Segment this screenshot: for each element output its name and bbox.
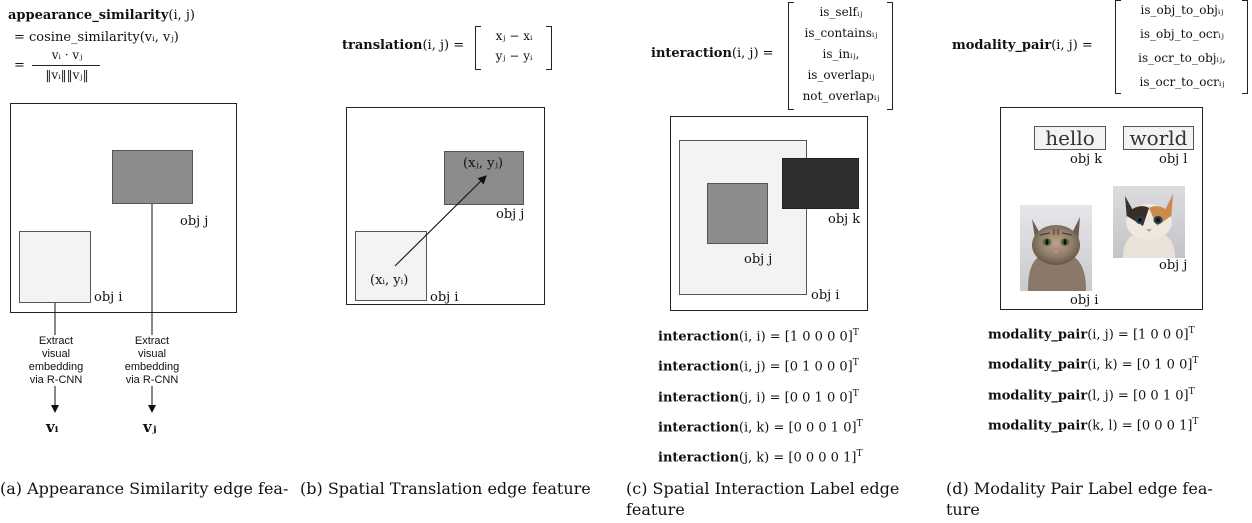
interaction-vector-item: is_inᵢⱼ, [822,47,860,61]
modality-vector-item: is_ocr_to_ocrᵢⱼ [1139,75,1225,89]
modality-vector: is_obj_to_objᵢⱼ is_obj_to_ocrᵢⱼ is_ocr_t… [1121,0,1243,94]
extract-label-j: Extract visual embedding via R-CNN [124,335,180,386]
obj-j-label-d: obj j [1159,258,1188,273]
point-i-label: (xᵢ, yᵢ) [370,273,409,288]
obj-k-box-c [782,158,859,209]
obj-j-label-b: obj j [496,207,525,222]
vector-vi: vᵢ [46,418,59,436]
modality-eq: modality_pair(i, k) = [0 1 0 0]T [988,356,1199,373]
obj-i-label-d: obj i [1070,293,1099,308]
modality-vector-item: is_obj_to_objᵢⱼ [1140,3,1224,17]
bracket-left-d [1115,0,1121,94]
bracket-right-b [546,26,552,70]
bracket-left-b [475,26,481,70]
interaction-formula: interaction(i, j) = [651,46,774,61]
translation-formula: translation(i, j) = [342,38,465,53]
bracket-right-c [887,2,893,110]
interaction-eq: interaction(i, k) = [0 0 0 1 0]T [658,418,863,436]
ocr-word-hello: hello [1034,126,1106,150]
obj-j-box [112,150,193,204]
obj-i-box-b [355,231,427,301]
translation-vector-y: yⱼ − yᵢ [495,49,533,63]
kitten-image-i [1020,205,1092,291]
obj-k-label-c: obj k [828,212,861,227]
obj-l-label-d: obj l [1159,152,1188,167]
obj-i-label-c: obj i [811,288,840,303]
caption-b: (b) Spatial Translation edge feature [300,479,591,498]
caption-c-line2: feature [626,500,685,519]
interaction-vector-item: is_selfᵢⱼ [819,5,863,19]
obj-j-label-a: obj j [180,214,209,229]
bracket-left-c [788,2,794,110]
kitten-image-j [1113,186,1185,258]
modality-vector-item: is_obj_to_ocrᵢⱼ [1140,27,1224,41]
fraction-bar [32,65,100,66]
translation-vector-x: xⱼ − xᵢ [495,29,533,43]
interaction-eq: interaction(j, i) = [0 0 1 0 0]T [658,388,859,405]
modality-eq: modality_pair(k, l) = [0 0 0 1]T [988,416,1199,434]
appearance-numerator: vᵢ · vⱼ [51,48,83,62]
extract-label-i: Extract visual embedding via R-CNN [28,335,84,386]
vector-vj: vⱼ [143,418,157,436]
caption-d-line1: (d) Modality Pair Label edge fea- [946,479,1213,498]
interaction-vector: is_selfᵢⱼ is_containsᵢⱼ is_inᵢⱼ, is_over… [794,2,888,107]
arrows-a [51,204,156,413]
translation-arrow [394,175,487,267]
appearance-formula-eq: = [14,58,25,73]
appearance-denominator: ‖vᵢ‖‖vⱼ‖ [45,68,89,82]
modality-formula: modality_pair(i, j) = [952,38,1093,53]
interaction-equations: interaction(i, i) = [1 0 0 0 0]T interac… [658,320,863,472]
obj-i-label-b: obj i [430,290,459,305]
caption-a: (a) Appearance Similarity edge fea- [0,479,289,498]
modality-eq: modality_pair(i, j) = [1 0 0 0]T [988,326,1195,343]
interaction-eq: interaction(i, j) = [0 1 0 0 0]T [658,358,859,375]
appearance-formula-title: appearance_similarity(i, j) [8,8,195,23]
obj-j-box-c [707,183,768,244]
appearance-formula-line2: = cosine_similarity(vᵢ, vⱼ) [14,30,179,45]
interaction-eq: interaction(i, i) = [1 0 0 0 0]T [658,328,859,345]
translation-vector: xⱼ − xᵢ yⱼ − yᵢ [481,26,547,66]
obj-i-label-a: obj i [94,290,123,305]
bracket-right-d [1242,0,1248,94]
interaction-vector-item: is_containsᵢⱼ [804,26,878,40]
modality-eq: modality_pair(l, j) = [0 0 1 0]T [988,386,1195,403]
interaction-eq: interaction(j, k) = [0 0 0 0 1]T [658,449,863,466]
caption-d-line2: ture [946,500,980,519]
modality-equations: modality_pair(i, j) = [1 0 0 0]T modalit… [988,318,1198,439]
point-j-label: (xⱼ, yⱼ) [463,156,503,171]
caption-c-line1: (c) Spatial Interaction Label edge [626,479,900,498]
obj-k-label-d: obj k [1070,152,1103,167]
obj-j-label-c: obj j [744,252,773,267]
modality-vector-item: is_ocr_to_objᵢⱼ, [1138,51,1226,65]
interaction-vector-item: is_overlapᵢⱼ [807,68,875,82]
ocr-word-world: world [1123,126,1194,150]
obj-i-box [19,231,91,303]
interaction-vector-item: not_overlapᵢⱼ [802,89,880,103]
